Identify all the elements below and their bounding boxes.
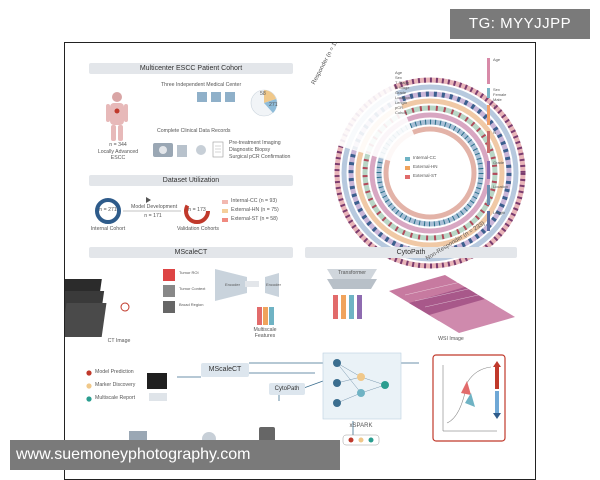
watermark-tg: TG: MYYJJPP bbox=[450, 9, 590, 39]
circle-legend-2: External-HN bbox=[413, 164, 438, 169]
side-legend-9: Length bbox=[493, 210, 506, 215]
data-record-icons bbox=[153, 141, 224, 158]
patient-figure-icon bbox=[106, 92, 128, 141]
record-item-1: Pre-treatment Imaging bbox=[229, 140, 281, 146]
hospital-icons bbox=[197, 92, 235, 102]
xspark-network bbox=[322, 352, 402, 420]
ct-image-label: CT Image bbox=[107, 338, 131, 344]
slide-thumbnail bbox=[149, 393, 167, 401]
bottom-legend-dots bbox=[86, 370, 92, 402]
wsi-image-tiles bbox=[389, 275, 515, 333]
internal-label: Internal Cohort bbox=[90, 226, 126, 232]
mscalect-header: MScaleCT bbox=[89, 247, 293, 258]
track-label-8: pCR bbox=[395, 105, 404, 110]
cytopath-feature-bars bbox=[333, 295, 362, 319]
play-icon bbox=[146, 197, 151, 203]
encoder-label-1: Encoder bbox=[225, 282, 240, 287]
patients-count: n = 344 bbox=[109, 142, 127, 148]
model-dev-count: n = 171 bbox=[144, 213, 162, 219]
side-legend-3: Female bbox=[493, 92, 507, 97]
patients-desc-1: Locally Advanced bbox=[97, 149, 139, 155]
figure-graphics bbox=[65, 58, 526, 446]
cohort-header: Multicenter ESCC Patient Cohort bbox=[89, 63, 293, 74]
multiscale-feature-bars bbox=[257, 307, 274, 325]
circle-legend-1: Internal-CC bbox=[413, 155, 437, 160]
record-item-2: Diagnostic Biopsy bbox=[229, 147, 271, 153]
internal-cohort-ring bbox=[95, 198, 121, 224]
patients-desc-2: ESCC bbox=[110, 155, 126, 161]
xspark-output-dots bbox=[342, 434, 380, 446]
validation-legend-swatches bbox=[222, 200, 228, 222]
model-dev-label: Model Development bbox=[131, 204, 178, 210]
track-label-3: T Stage bbox=[395, 80, 409, 85]
side-legend-4: Male bbox=[493, 97, 502, 102]
cytopath-box: CytoPath bbox=[269, 383, 305, 395]
circle-legend-3: External-ST bbox=[413, 173, 437, 178]
crop-label-2: Tumor Context bbox=[179, 286, 206, 291]
xspark-label: xSPARK bbox=[349, 423, 373, 429]
bottom-legend-3: Multiscale Report bbox=[95, 395, 136, 401]
side-legend-6: N bbox=[493, 130, 496, 135]
val-item-1: Internal-CC (n = 93) bbox=[231, 198, 277, 204]
side-legend-1: Age bbox=[493, 57, 501, 62]
figure-frame: Multicenter ESCC Patient Cohort Dataset … bbox=[64, 42, 536, 480]
records-label: Complete Clinical Data Records bbox=[157, 128, 231, 134]
mscalect-box: MScaleCT bbox=[201, 363, 249, 377]
bottom-legend-1: Model Prediction bbox=[95, 369, 134, 375]
pie-value-1: 58 bbox=[260, 91, 266, 97]
validation-count: n = 173 bbox=[188, 207, 206, 213]
side-legend-2: Sex bbox=[493, 87, 500, 92]
ct-image-stack bbox=[65, 279, 130, 337]
val-item-2: External-HN (n = 75) bbox=[231, 207, 279, 213]
features-label-1: Multiscale bbox=[253, 327, 277, 333]
encoder-label-2: Encoder bbox=[266, 282, 281, 287]
val-item-3: External-ST (n = 58) bbox=[231, 216, 278, 222]
result-plot-box bbox=[432, 354, 506, 442]
wsi-image-label: WSI Image bbox=[438, 336, 464, 342]
track-label-9: Cohort bbox=[395, 110, 408, 115]
side-legend-bars bbox=[487, 58, 490, 231]
transformer-label: Transformer bbox=[337, 270, 367, 276]
cytopath-header: CytoPath bbox=[305, 247, 517, 258]
cohort-pie-chart bbox=[250, 89, 278, 117]
bottom-legend-2: Marker Discovery bbox=[95, 382, 136, 388]
crop-label-3: Broad Region bbox=[179, 302, 204, 307]
features-label-2: Features bbox=[254, 333, 276, 339]
record-item-3: Surgical pCR Confirmation bbox=[229, 154, 291, 160]
track-label-6: Location bbox=[395, 95, 411, 100]
watermark-url: www.suemoneyphotography.com bbox=[10, 440, 340, 470]
circle-legend-swatches bbox=[405, 157, 410, 179]
crop-patches bbox=[163, 269, 175, 313]
dataset-header: Dataset Utilization bbox=[89, 175, 293, 186]
side-legend-8: Location bbox=[493, 184, 509, 189]
track-label-7: Length bbox=[395, 100, 408, 105]
side-legend-5: T bbox=[493, 104, 496, 109]
validation-cohort-ring bbox=[184, 198, 210, 224]
side-legend-7: Grade bbox=[493, 160, 505, 165]
mscalect-encoders bbox=[215, 269, 279, 301]
pie-value-2: 271 bbox=[269, 102, 278, 108]
internal-count: n = 271 bbox=[99, 207, 117, 213]
validation-label: Validation Cohorts bbox=[176, 226, 219, 232]
centers-label: Three Independent Medical Center bbox=[161, 82, 242, 88]
track-label-4: N Stage bbox=[395, 85, 410, 90]
track-label-2: Sex bbox=[395, 75, 402, 80]
transformer-block bbox=[327, 269, 377, 289]
crop-label-1: Tumor ROI bbox=[179, 270, 199, 275]
track-label-1: Age bbox=[395, 70, 403, 75]
track-label-5: Grade bbox=[395, 90, 407, 95]
ct-thumbnail bbox=[147, 373, 167, 389]
